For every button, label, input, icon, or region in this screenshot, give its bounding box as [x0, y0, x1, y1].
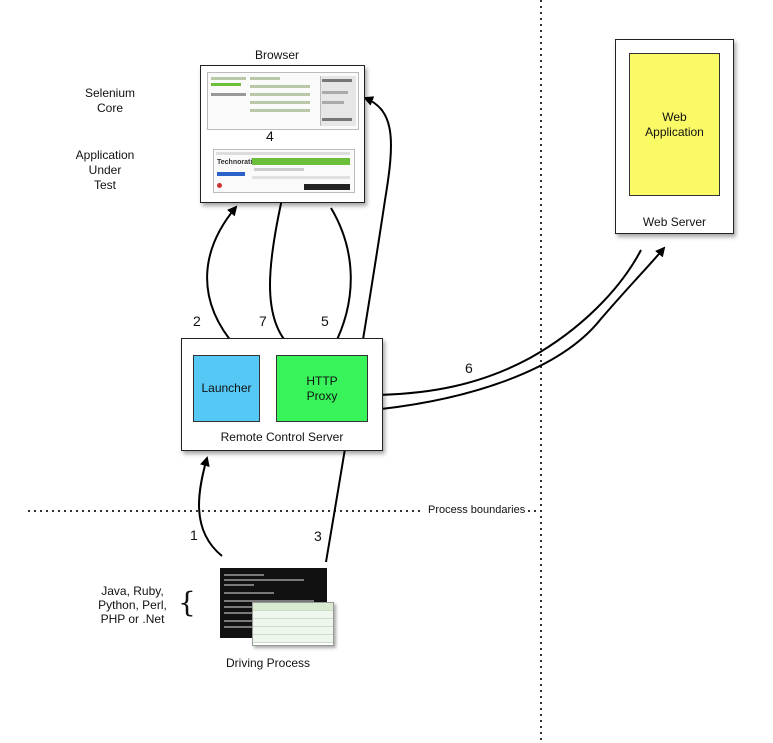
browser-title: Browser	[255, 48, 300, 62]
web-server-label: Web Server	[642, 215, 707, 229]
step-number-7: 7	[259, 313, 267, 329]
step-number-3: 3	[314, 528, 322, 544]
driving-process-table	[252, 602, 334, 646]
selenium-core-screenshot	[207, 72, 359, 130]
aut-label: Application Under Test	[75, 148, 135, 192]
step-number-6: 6	[465, 360, 473, 376]
arrow-step-7	[269, 188, 293, 349]
languages-label: Java, Ruby, Python, Perl, PHP or .Net	[98, 584, 167, 626]
arrow-step-6-response	[373, 249, 642, 400]
aut-screenshot: Technorati	[213, 149, 355, 193]
web-application-box: Web Application	[629, 53, 720, 196]
web-server-box: Web Application Web Server	[615, 39, 734, 234]
arrow-step-6-request	[371, 246, 666, 411]
arrow-step-3	[325, 96, 392, 563]
http-proxy-box: HTTP Proxy	[276, 355, 368, 422]
remote-control-server-label: Remote Control Server	[220, 430, 344, 444]
process-boundaries-label: Process boundaries	[428, 504, 526, 516]
technorati-logo: Technorati	[217, 159, 253, 166]
arrow-step-2	[206, 205, 238, 348]
languages-brace: {	[178, 586, 196, 619]
arrow-step-1	[198, 456, 223, 557]
step-number-4: 4	[266, 128, 274, 144]
arrow-step-5	[330, 207, 352, 350]
launcher-box: Launcher	[193, 355, 260, 422]
browser-window: Technorati	[200, 65, 365, 203]
driving-process-label: Driving Process	[226, 656, 311, 670]
step-number-1: 1	[190, 527, 198, 543]
step-number-2: 2	[193, 313, 201, 329]
selenium-core-label: Selenium Core	[84, 86, 136, 115]
step-number-5: 5	[321, 313, 329, 329]
remote-control-server-box: Launcher HTTP Proxy Remote Control Serve…	[181, 338, 383, 451]
